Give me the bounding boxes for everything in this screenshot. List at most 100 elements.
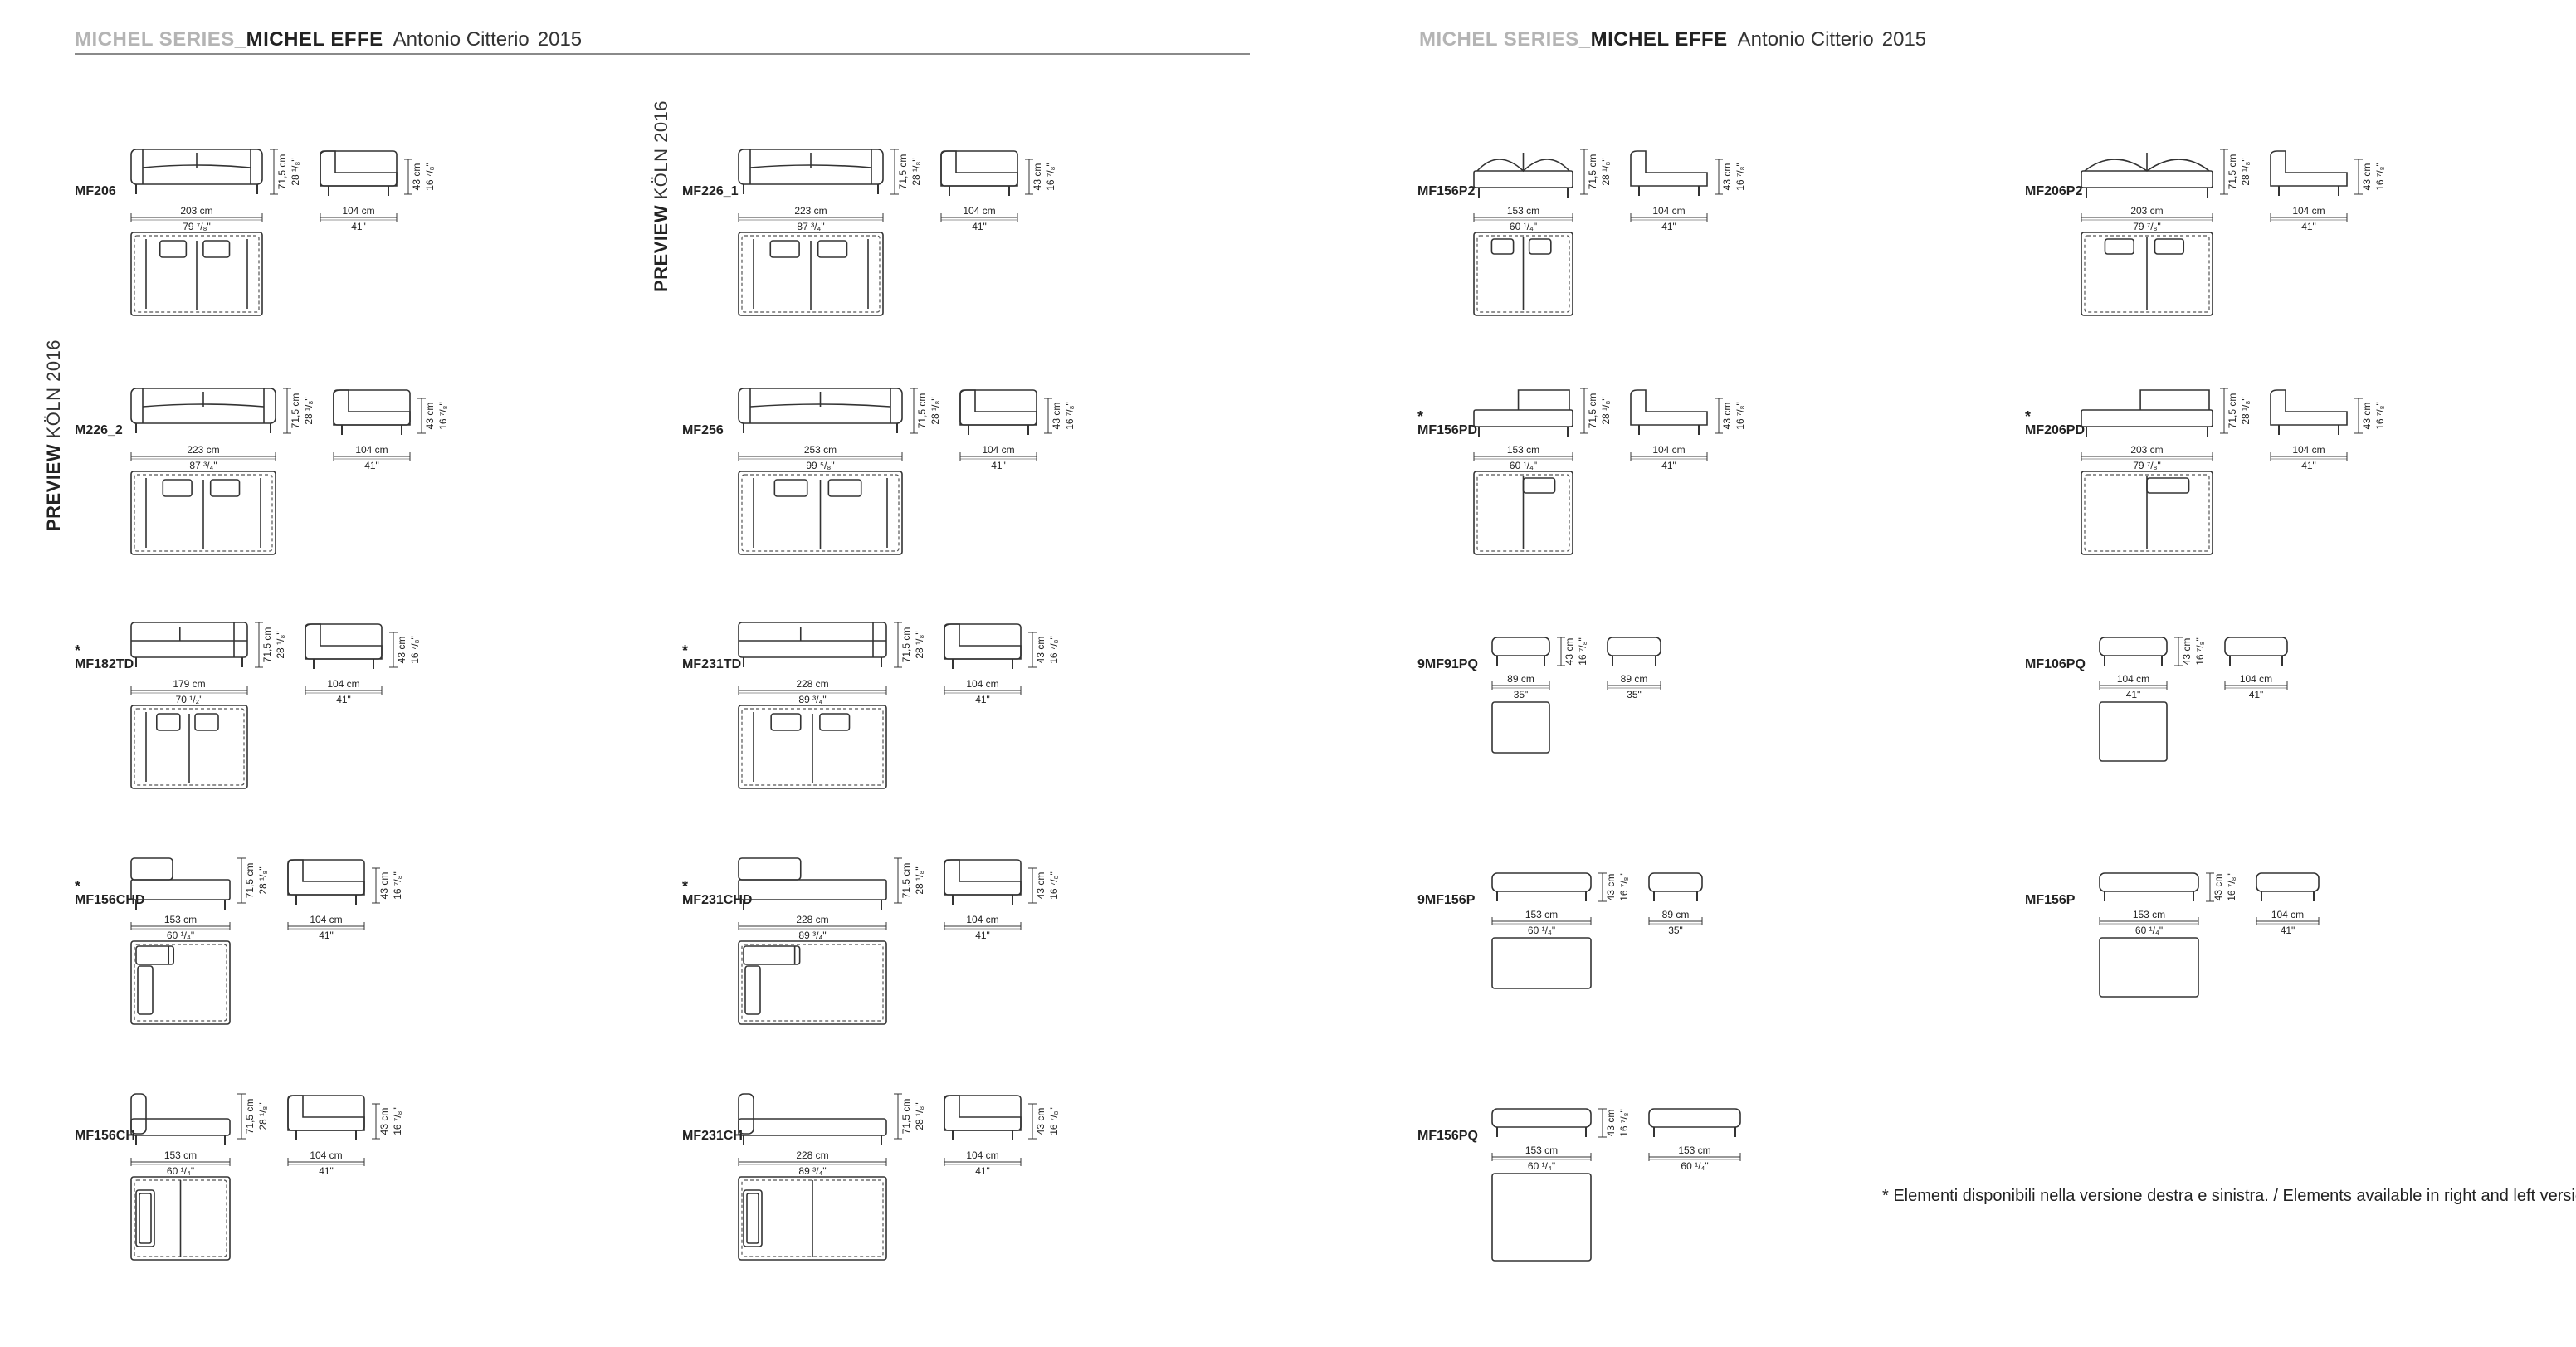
- height-in-label: 16 ⁷/₈": [1577, 637, 1588, 666]
- height-cm-label: 71,5 cm: [244, 863, 256, 899]
- width-in-label: 35": [1668, 925, 1683, 936]
- height-cm-label: 71,5 cm: [897, 154, 909, 190]
- height-in-label: 28 ¹/₈": [929, 397, 941, 424]
- width-cm-label: 203 cm: [2130, 444, 2163, 456]
- width-in-label: 89 ³/₄": [798, 930, 826, 941]
- height-cm-label: 71,5 cm: [261, 627, 273, 663]
- height-cm-label: 43 cm: [378, 872, 390, 900]
- height-in-label: 16 ⁷/₈": [1734, 163, 1746, 191]
- height-in-label: 16 ⁷/₈": [409, 636, 421, 664]
- height-in-label: 28 ¹/₈": [914, 631, 925, 658]
- height-cm-label: 71,5 cm: [900, 627, 912, 663]
- year-label: 2015: [537, 28, 583, 51]
- height-cm-label: 71,5 cm: [290, 393, 301, 429]
- module-code: MF156P: [2025, 893, 2076, 907]
- availability-asterisk: *: [1417, 408, 1424, 425]
- module-code: MF156PD: [1417, 423, 1478, 437]
- width-cm-label: 153 cm: [164, 914, 197, 925]
- height-in-label: 16 ⁷/₈": [1618, 873, 1630, 901]
- module-code: MF156CHD: [75, 893, 145, 907]
- height-cm-label: 43 cm: [1035, 637, 1046, 664]
- height-in-label: 16 ⁷/₈": [2194, 637, 2206, 666]
- width-cm-label: 104 cm: [966, 678, 998, 690]
- width-cm-label: 104 cm: [963, 205, 995, 217]
- height-cm-label: 43 cm: [2213, 874, 2224, 901]
- footnote: * Elementi disponibili nella versione de…: [1882, 1187, 2576, 1205]
- height-in-label: 16 ⁷/₈": [437, 402, 449, 430]
- width-in-label: 41": [2281, 925, 2295, 936]
- height-in-label: 16 ⁷/₈": [1618, 1109, 1630, 1137]
- width-cm-label: 153 cm: [1678, 1144, 1710, 1156]
- width-in-label: 41": [2301, 460, 2316, 471]
- module-code: MF156PQ: [1417, 1129, 1478, 1143]
- height-cm-label: 43 cm: [424, 403, 436, 430]
- module-code: MF156CH: [75, 1129, 135, 1143]
- width-in-label: 41": [2249, 689, 2264, 700]
- height-in-label: 28 ¹/₈": [1600, 158, 1612, 185]
- width-cm-label: 104 cm: [982, 444, 1014, 456]
- height-cm-label: 43 cm: [1564, 638, 1575, 666]
- height-cm-label: 43 cm: [1035, 872, 1046, 900]
- height-in-label: 16 ⁷/₈": [1048, 871, 1060, 900]
- width-cm-label: 153 cm: [2133, 909, 2165, 920]
- width-in-label: 60 ¹/₄": [1681, 1160, 1708, 1172]
- width-cm-label: 203 cm: [2130, 205, 2163, 217]
- module-code: MF106PQ: [2025, 657, 2086, 671]
- height-cm-label: 71,5 cm: [1587, 154, 1598, 190]
- width-in-label: 60 ¹/₄": [2135, 925, 2163, 936]
- width-cm-label: 89 cm: [1621, 673, 1648, 685]
- year-label: 2015: [1881, 28, 1927, 51]
- height-cm-label: 43 cm: [2361, 403, 2373, 430]
- width-in-label: 35": [1514, 689, 1529, 700]
- width-in-label: 89 ³/₄": [798, 694, 826, 705]
- height-in-label: 16 ⁷/₈": [1734, 402, 1746, 430]
- module-code: MF206PD: [2025, 423, 2086, 437]
- width-in-label: 41": [991, 460, 1006, 471]
- width-cm-label: 104 cm: [2117, 673, 2149, 685]
- availability-asterisk: *: [682, 642, 689, 659]
- height-cm-label: 43 cm: [2361, 163, 2373, 191]
- height-in-label: 16 ⁷/₈": [392, 1107, 403, 1135]
- width-in-label: 41": [972, 221, 987, 232]
- height-cm-label: 43 cm: [1051, 403, 1062, 430]
- width-cm-label: 104 cm: [966, 914, 998, 925]
- height-in-label: 16 ⁷/₈": [2226, 873, 2237, 901]
- width-cm-label: 228 cm: [796, 914, 828, 925]
- width-cm-label: 153 cm: [1525, 1144, 1558, 1156]
- height-cm-label: 71,5 cm: [900, 1099, 912, 1135]
- availability-asterisk: *: [2025, 408, 2032, 425]
- height-cm-label: 43 cm: [378, 1108, 390, 1135]
- height-in-label: 28 ¹/₈": [303, 397, 315, 424]
- width-cm-label: 228 cm: [796, 1149, 828, 1161]
- preview-label-center: PREVIEW KÖLN 2016: [651, 100, 671, 292]
- width-cm-label: 89 cm: [1662, 909, 1690, 920]
- height-cm-label: 43 cm: [396, 637, 407, 664]
- width-cm-label: 104 cm: [327, 678, 359, 690]
- width-in-label: 60 ¹/₄": [1528, 925, 1555, 936]
- height-cm-label: 43 cm: [1035, 1108, 1046, 1135]
- height-in-label: 28 ¹/₈": [257, 1102, 269, 1130]
- height-cm-label: 71,5 cm: [2227, 393, 2238, 429]
- width-in-label: 70 ¹/₂": [176, 694, 203, 705]
- width-in-label: 41": [2126, 689, 2141, 700]
- width-cm-label: 104 cm: [355, 444, 388, 456]
